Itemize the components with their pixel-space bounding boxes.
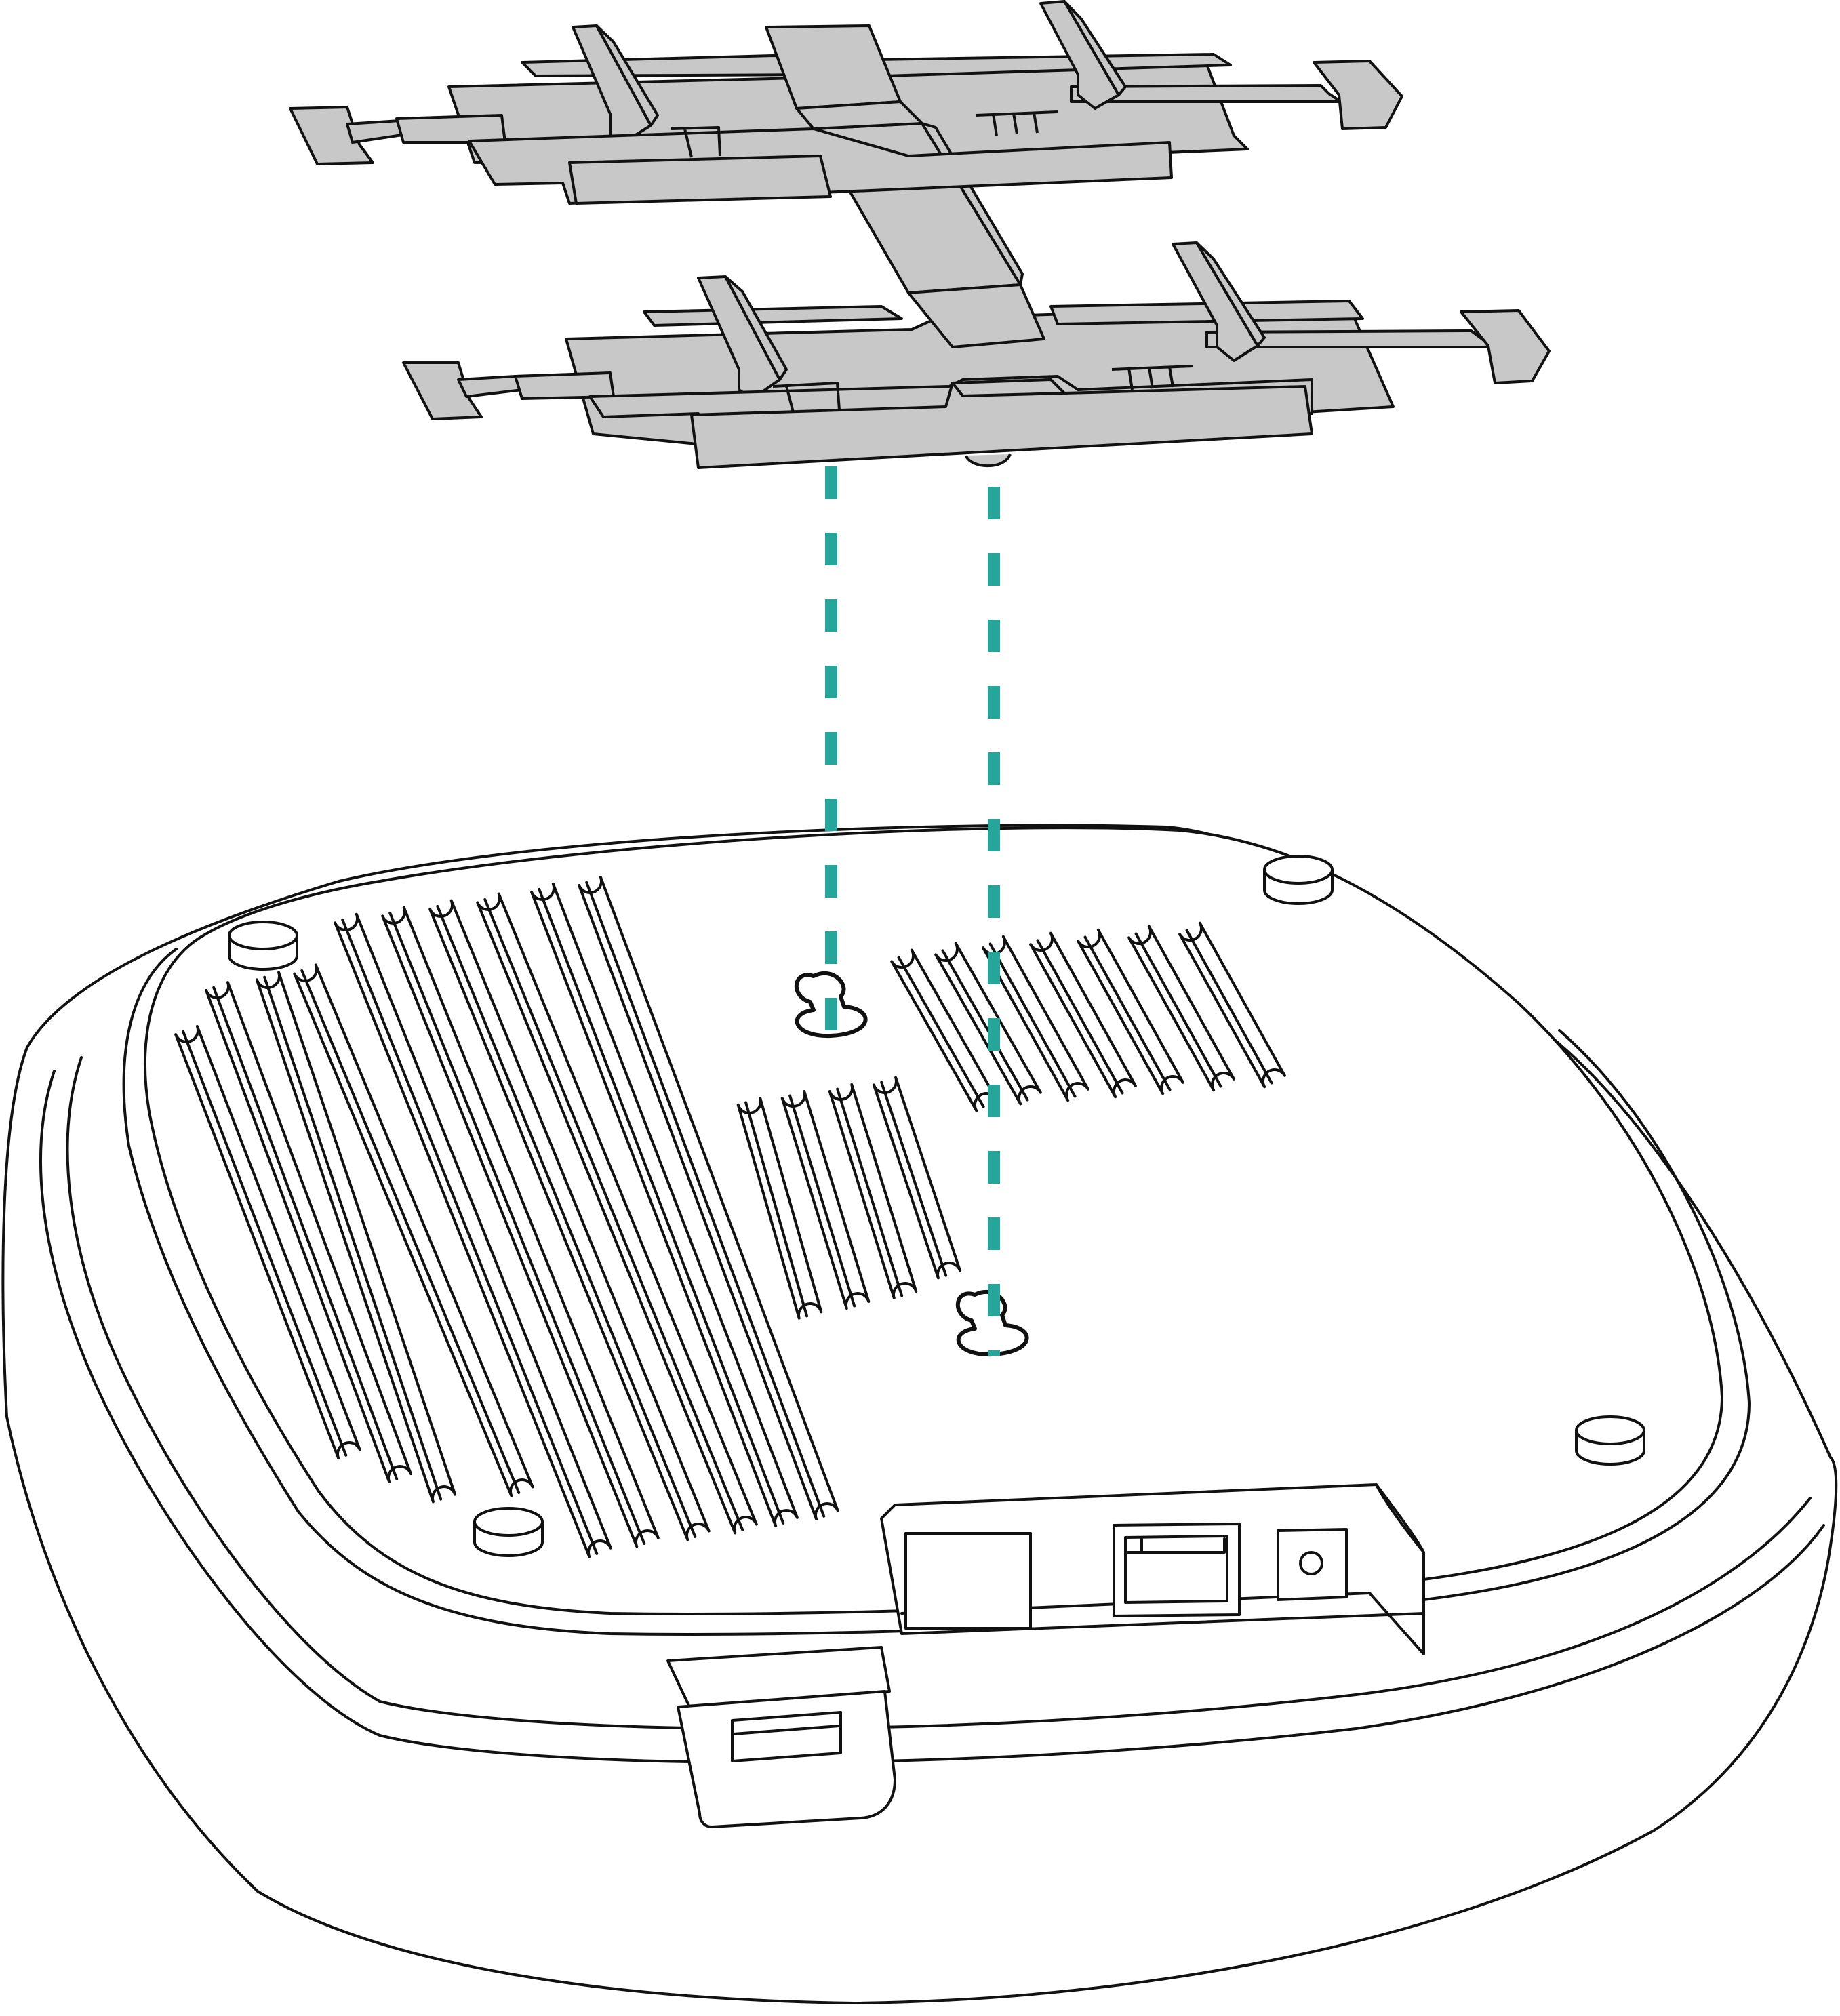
vent-slot-edge <box>880 1081 948 1277</box>
vent-slot-edge <box>538 887 785 1525</box>
guide-lines <box>825 466 1000 1356</box>
vent-slot-edge <box>182 1030 348 1457</box>
vent-slot-edge <box>212 986 399 1480</box>
bracket-lower-rail <box>402 241 1551 469</box>
ap-top-face-edge <box>122 948 1751 1636</box>
vent-slot-edge <box>388 911 646 1545</box>
vent-slots-left <box>174 876 839 1558</box>
vent-slot-edge <box>836 1087 904 1297</box>
ap-rim <box>39 1070 1825 1764</box>
dc-power-jack <box>1277 1528 1348 1601</box>
security-latch <box>666 1646 896 1828</box>
rubber-foot <box>1263 855 1334 905</box>
bracket-end-tab <box>289 106 374 165</box>
access-point <box>1 824 1838 2004</box>
vent-slot-edge <box>1185 929 1273 1085</box>
vent-slot-edge <box>263 975 443 1501</box>
ap-rim-inner <box>66 1056 1812 1730</box>
vent-slot-edge <box>483 898 744 1531</box>
vent-slot-edge <box>1083 935 1172 1091</box>
bracket-end-tab <box>1460 309 1551 384</box>
vent-slot-edge <box>341 918 599 1555</box>
rubber-foot <box>473 1507 544 1557</box>
vent-slot-edge <box>788 1094 856 1308</box>
vent-slot-edge <box>988 942 1077 1098</box>
vent-slot <box>736 1097 823 1320</box>
rubber-feet <box>228 855 1645 1557</box>
vent-slots-right <box>890 921 1286 1112</box>
vent-slot-edge <box>300 969 521 1494</box>
vent-slot-edge <box>941 949 1029 1102</box>
vent-slots-center <box>736 1076 962 1320</box>
reset-button-recess <box>904 1532 1032 1630</box>
vent-slot-edge <box>1134 932 1222 1088</box>
ethernet-port <box>1113 1523 1241 1617</box>
vent-slot-edge <box>1036 939 1124 1095</box>
vent-slot-edge <box>585 881 826 1518</box>
bracket-end-tab <box>1313 60 1403 130</box>
vent-slot-edge <box>744 1101 809 1318</box>
vent-slot-edge <box>897 956 985 1108</box>
bracket-end-tab <box>402 361 483 420</box>
vent-slot-edge <box>436 904 697 1538</box>
bracket-upper-rail <box>289 0 1403 294</box>
mounting-bracket <box>289 0 1551 469</box>
rubber-foot <box>228 921 298 971</box>
ap-port-panel-step <box>900 1483 1425 1655</box>
rubber-foot <box>1575 1415 1645 1466</box>
